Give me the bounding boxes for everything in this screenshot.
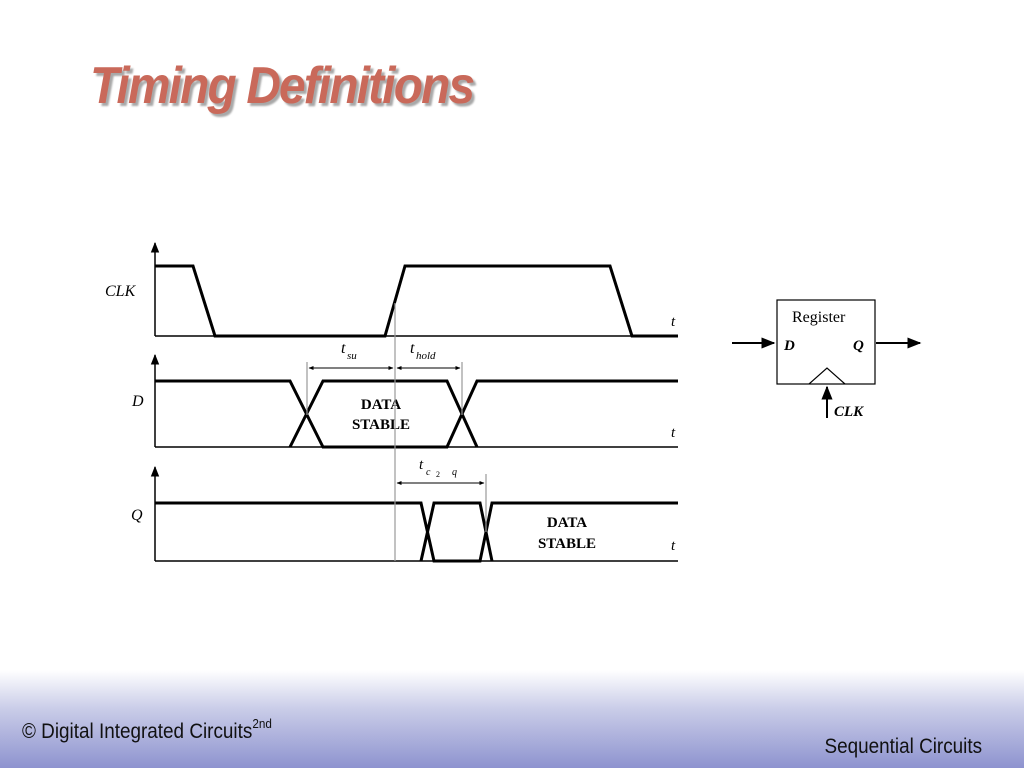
register-block: Register D Q CLK [732, 299, 922, 420]
slide-title: Timing Definitions [90, 57, 475, 115]
register-box [776, 299, 876, 385]
register-title: Register [792, 309, 846, 326]
footer-bar [0, 670, 1024, 768]
d-waveform [155, 379, 678, 449]
tc2q-label: t c 2 q [419, 457, 457, 479]
q-waveform [155, 501, 678, 563]
clk-label: CLK [105, 283, 137, 300]
q-data-stable-line1: DATA [547, 515, 587, 531]
d-label: D [131, 393, 144, 410]
thold-label-main: t [410, 340, 415, 357]
d-data-stable-line1: DATA [361, 397, 401, 413]
tc2q-label-main: t [419, 457, 424, 473]
clk-waveform-group: CLK t [105, 241, 678, 338]
footer-copyright-text: © Digital Integrated Circuits [22, 720, 253, 743]
tsu-label: t su [341, 340, 357, 362]
register-clk-port-label: CLK [834, 404, 864, 420]
footer-copyright: © Digital Integrated Circuits2nd [22, 716, 272, 744]
d-data-stable-line2: STABLE [352, 417, 410, 433]
clk-time-label: t [671, 314, 676, 330]
d-waveform-group: D t DATA STABLE [131, 353, 678, 449]
register-d-port-label: D [783, 338, 795, 354]
clk-waveform [155, 264, 678, 338]
thold-label-sub: hold [416, 350, 436, 362]
q-label: Q [131, 507, 143, 524]
tc2q-label-sub-2: 2 [436, 470, 440, 479]
tc2q-label-sub-c: c [426, 467, 431, 478]
register-q-port-label: Q [853, 338, 864, 354]
q-time-label: t [671, 538, 676, 554]
q-data-stable-line2: STABLE [538, 536, 596, 552]
q-waveform-group: Q t DATA STABLE [131, 465, 678, 563]
tsu-label-main: t [341, 340, 346, 357]
d-time-label: t [671, 425, 676, 441]
tsu-label-sub: su [347, 350, 357, 362]
tc2q-label-sub-q: q [452, 467, 457, 478]
thold-label: t hold [410, 340, 436, 362]
footer-section-title: Sequential Circuits [824, 735, 982, 758]
footer-copyright-superscript: 2nd [252, 716, 272, 731]
register-clock-triangle-icon [808, 367, 846, 385]
